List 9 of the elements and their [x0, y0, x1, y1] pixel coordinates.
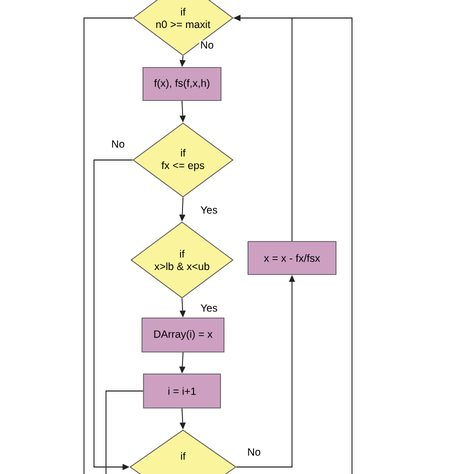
edge-label: No [112, 140, 124, 148]
process-box: DArray(i) = x [142, 318, 224, 352]
process-box: x = x - fx/fsx [248, 241, 336, 275]
process-box: i = i+1 [143, 374, 221, 408]
edge-label: Yes [200, 304, 218, 312]
edge-label: Yes [200, 206, 218, 214]
process-box: f(x), fs(f,x,h) [142, 67, 222, 101]
edge-label: No [248, 448, 260, 456]
edge-label: No [201, 41, 214, 49]
